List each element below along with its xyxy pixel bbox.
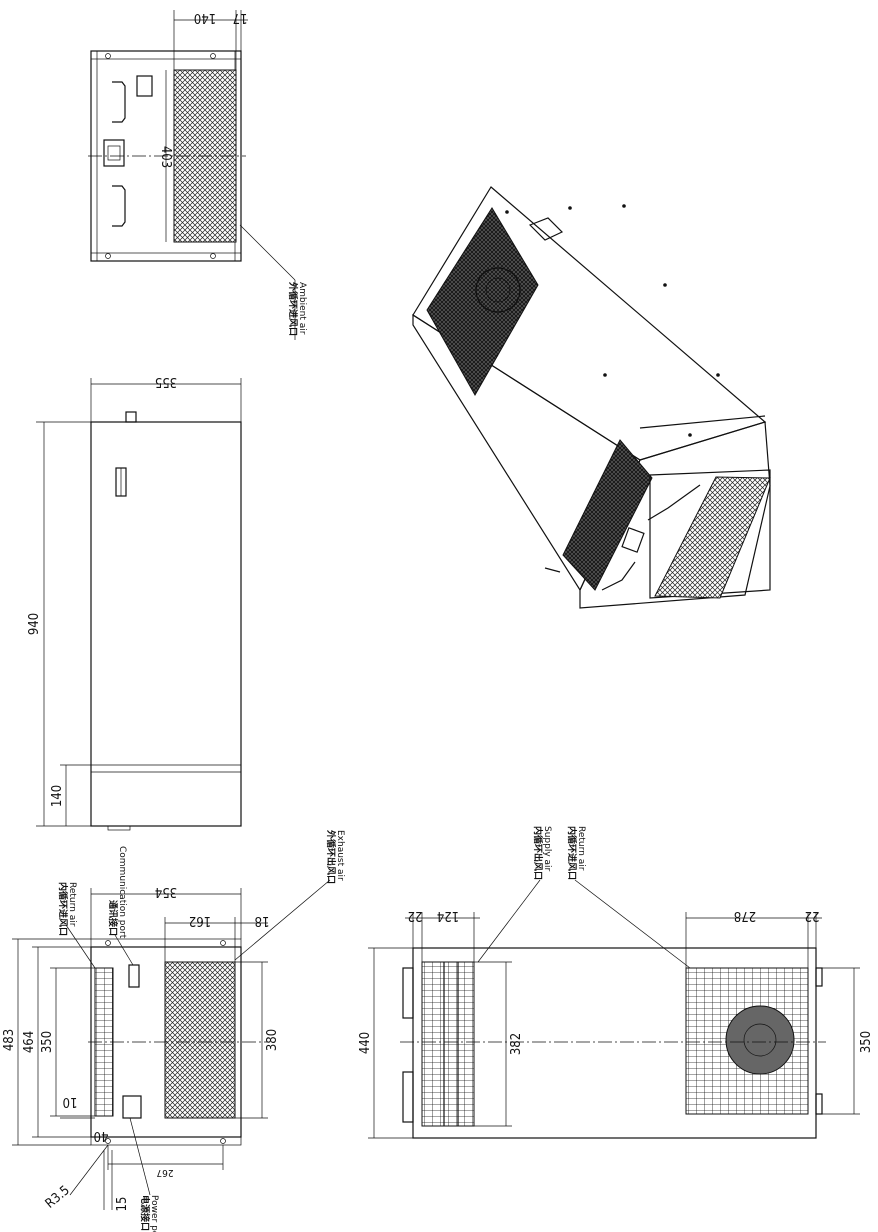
- dim-front-10: 10: [63, 1094, 78, 1109]
- label-comm-en: Communication port: [117, 846, 127, 939]
- dim-top-17: 17: [233, 10, 248, 25]
- label-ambient-en: Ambient air: [297, 282, 307, 335]
- label-return2-cn: 内循环进风口: [566, 826, 578, 880]
- label-exhaust-cn: 外循环出风口: [325, 829, 337, 884]
- dim-front-162: 162: [189, 913, 211, 928]
- label-return2-en: Return air: [576, 826, 586, 871]
- label-return-cn: 内循环进风口: [57, 882, 69, 936]
- label-ambient-cn: 外循环进风口: [287, 281, 299, 336]
- view-isometric: [412, 186, 771, 609]
- dim-front-267: 267: [156, 1167, 173, 1178]
- dim-back-22b: 22: [805, 908, 820, 923]
- dim-front-354: 354: [155, 884, 177, 899]
- dim-front-r35: R3.5: [43, 1183, 73, 1212]
- label-supply-cn: 内循环出风口: [532, 826, 544, 880]
- dim-side-940: 940: [27, 613, 42, 635]
- view-side: 355 940 140: [27, 374, 242, 831]
- dim-back-22a: 22: [408, 908, 423, 923]
- dim-back-382: 382: [509, 1033, 524, 1055]
- label-return-en: Return air: [67, 882, 77, 927]
- view-front: 354 162 18 483 464 350 10 40 380 267 R3.…: [2, 829, 345, 1232]
- dim-front-380: 380: [265, 1029, 280, 1051]
- label-power-cn: 电源接口: [139, 1195, 151, 1231]
- view-back: 22 124 278 22 440 382 350 内循环出风口 Supply …: [358, 826, 874, 1139]
- dim-side-140: 140: [50, 785, 65, 807]
- dim-front-18: 18: [255, 913, 270, 928]
- dim-top-140: 140: [194, 10, 216, 25]
- dim-front-40: 40: [94, 1128, 109, 1143]
- dim-front-483: 483: [2, 1029, 17, 1051]
- dim-front-15: 15: [115, 1197, 130, 1212]
- label-comm-cn: 通讯接口: [107, 900, 119, 936]
- label-power-en: Power port: [149, 1195, 159, 1232]
- dim-top-403: 403: [158, 146, 173, 168]
- dim-side-355: 355: [155, 374, 177, 389]
- view-top-front: 140 17 403 外循环进风口 Ambient air: [88, 10, 307, 340]
- dim-back-278: 278: [734, 908, 756, 923]
- label-supply-en: Supply air: [542, 826, 552, 872]
- dim-front-464: 464: [22, 1031, 37, 1053]
- dim-back-124: 124: [437, 908, 459, 923]
- dim-front-350: 350: [40, 1031, 55, 1053]
- label-exhaust-en: Exhaust air: [335, 830, 345, 881]
- dim-back-350: 350: [859, 1031, 874, 1053]
- dim-back-440: 440: [358, 1032, 373, 1054]
